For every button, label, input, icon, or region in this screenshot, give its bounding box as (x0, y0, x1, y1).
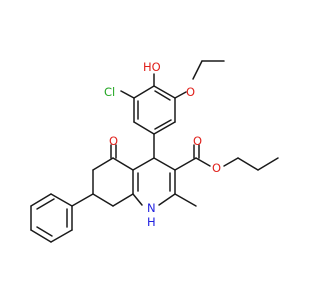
phenyl-ring-bonds (30, 193, 94, 243)
cyclohexenone-ring-bonds (92, 157, 134, 207)
dihydropyridine-ring-bonds (132, 157, 176, 206)
carbonyl-oxygen-label: O (193, 134, 202, 148)
aryl-ring-bonds (133, 85, 176, 135)
structure-drawing: Cl HO O O O O N H (30, 60, 279, 243)
amine-h-label: H (147, 215, 156, 229)
ketone-bonds (110, 144, 117, 159)
molecule-diagram: Cl HO O O O O N H (30, 60, 279, 243)
ester-oxygen-label: O (212, 161, 221, 175)
amine-n-label: N (147, 201, 156, 215)
methyl-bond (174, 193, 197, 207)
chlorine-label: Cl (104, 85, 115, 99)
hydroxyl-label: HO (143, 60, 161, 74)
ester-bonds (174, 144, 279, 171)
aryl-substituent-bonds (120, 60, 225, 99)
ethoxy-oxygen-label: O (186, 85, 195, 99)
ketone-oxygen-label: O (109, 134, 118, 148)
